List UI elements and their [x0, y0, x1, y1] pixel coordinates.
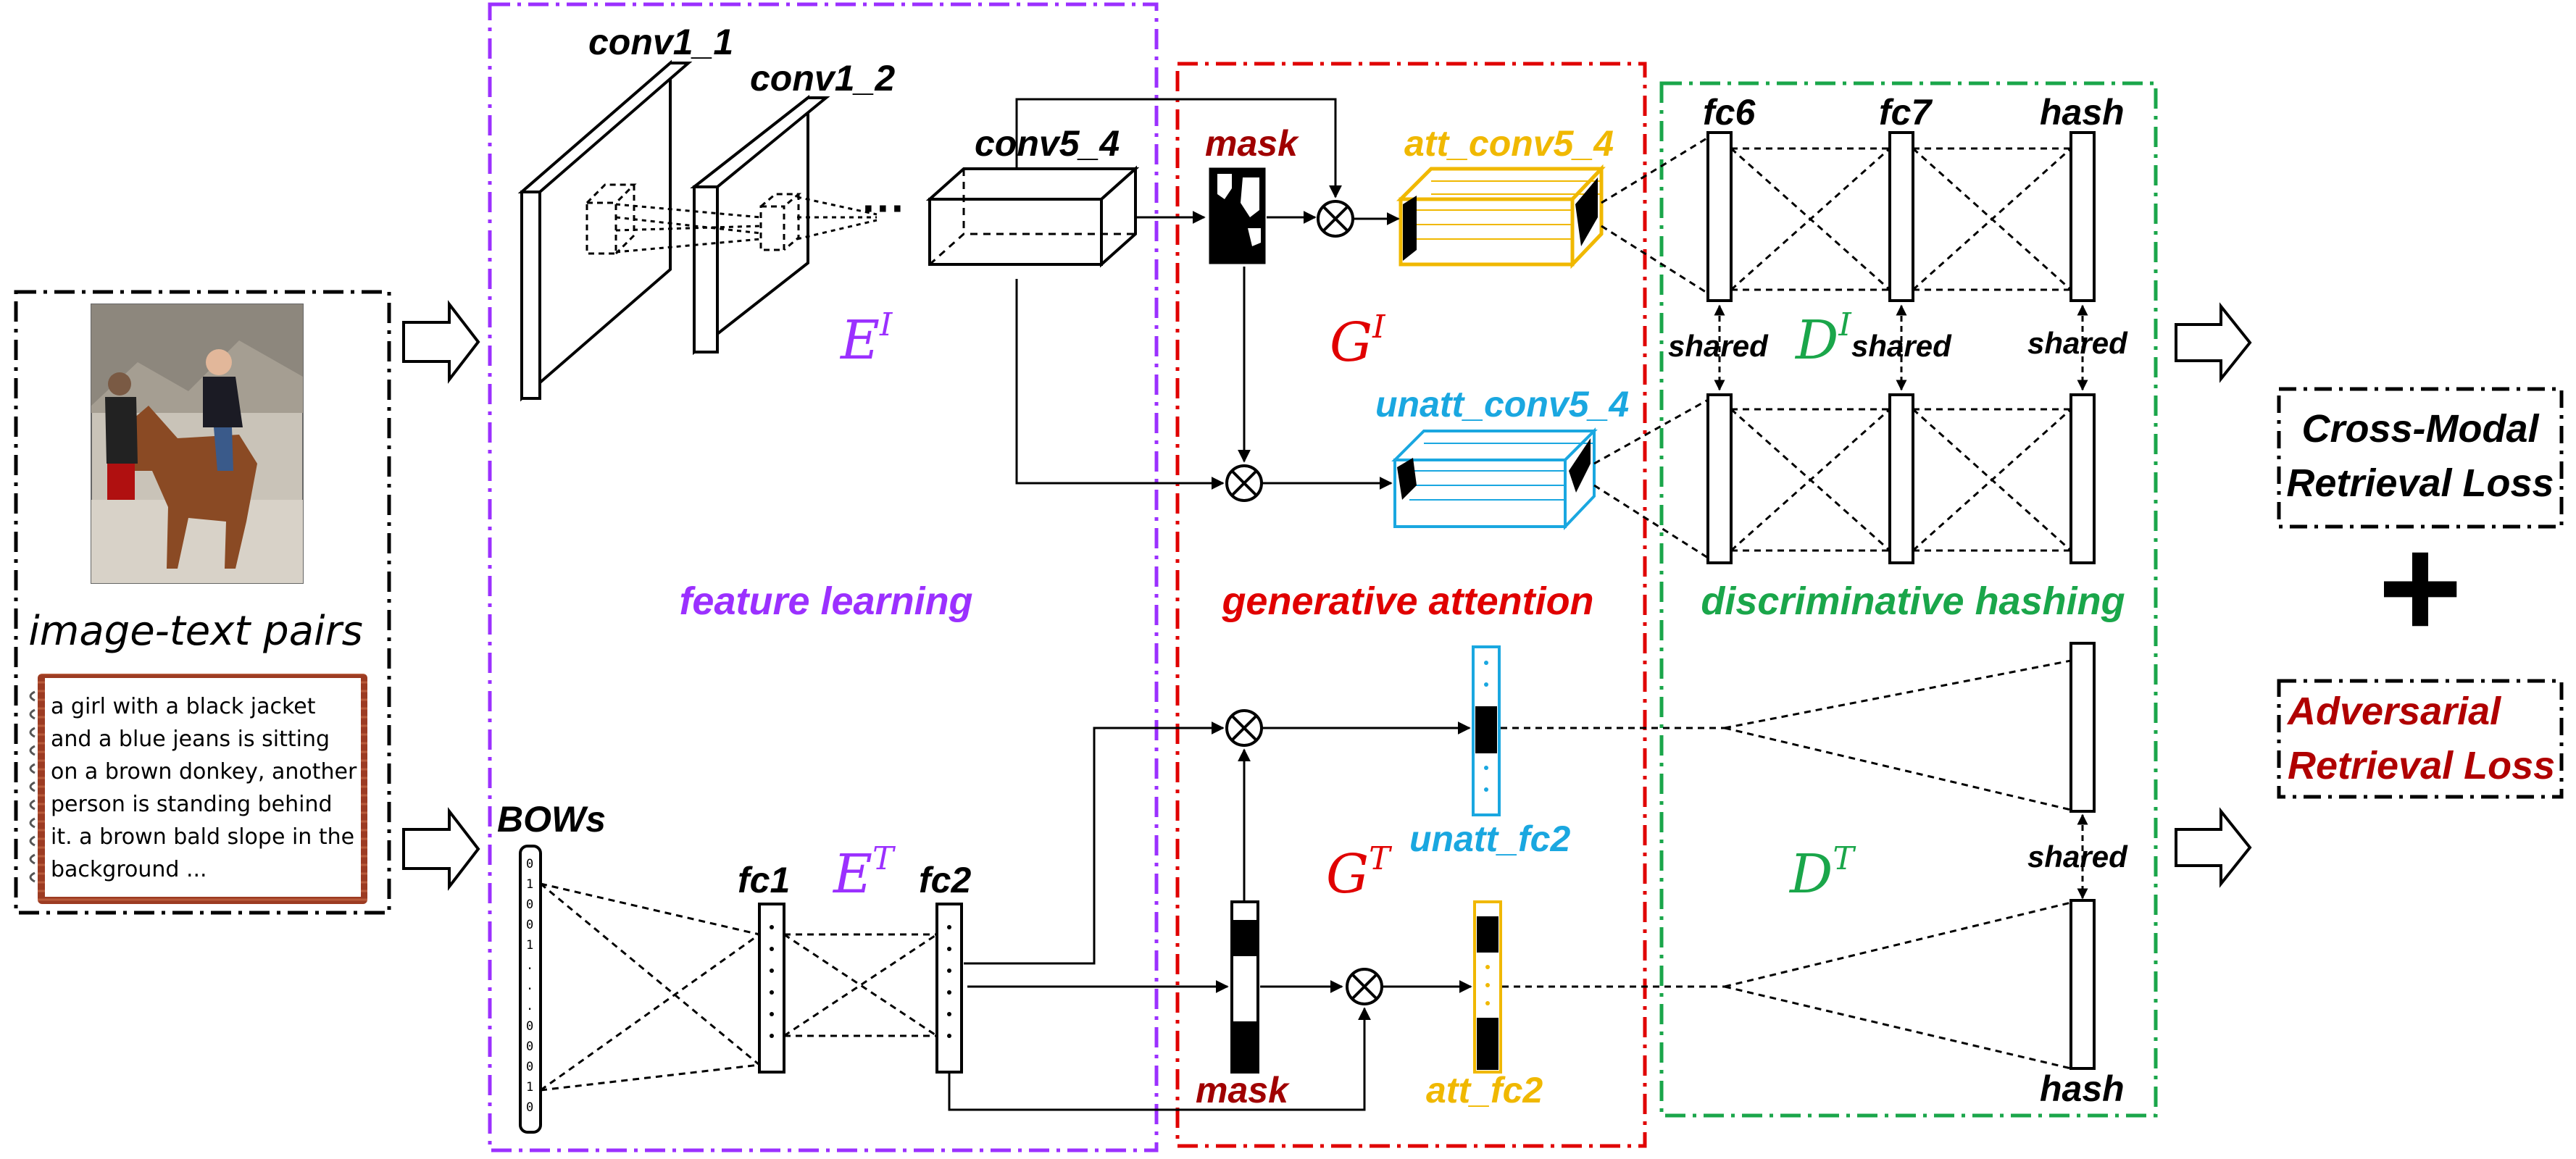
svg-text:0: 0: [526, 857, 533, 871]
bows-vector: [519, 845, 542, 1134]
unatt-conv5-4-block: [1391, 427, 1598, 530]
adversarial-loss-box: [2277, 679, 2564, 799]
conv1-1-label: conv1_1: [588, 22, 733, 62]
conv1-1-layer: [517, 59, 693, 402]
svg-text:.: .: [526, 958, 533, 973]
fc7-label: fc7: [1879, 92, 1933, 133]
plus-sign: +: [2378, 507, 2463, 669]
multiply-node: [1317, 200, 1354, 238]
receptive-field-1: [585, 183, 637, 255]
att-conv5-4-label: att_conv5_4: [1404, 123, 1614, 164]
svg-text:0: 0: [526, 1100, 533, 1115]
discriminator-image-layers: [1706, 131, 2096, 564]
shared-label: shared: [1668, 329, 1769, 363]
fc2-layer: [935, 903, 963, 1074]
svg-text:0: 0: [526, 1019, 533, 1034]
conv5-4-label: conv5_4: [975, 123, 1120, 164]
text-description-line: background ...: [51, 857, 207, 882]
generator-text-label: GT: [1326, 840, 1393, 905]
feature-learning-title: feature learning: [679, 580, 972, 623]
text-description-line: and a blue jeans is sitting: [51, 727, 330, 752]
image-input-arrow: [402, 300, 480, 384]
unatt-fc2-label: unatt_fc2: [1409, 819, 1570, 859]
generator-image-label: GI: [1330, 309, 1386, 374]
discriminative-hashing-title: discriminative hashing: [1701, 580, 2125, 623]
conv5-4-layer: [925, 165, 1140, 268]
discriminator-text-label: DT: [1788, 840, 1856, 905]
att-conv5-4-block: [1396, 164, 1606, 269]
cross-modal-loss-line2: Retrieval Loss: [2286, 461, 2554, 505]
ellipsis-dots: ···: [862, 184, 906, 233]
discriminator-text-layers: [2069, 642, 2096, 1070]
unatt-conv5-4-label: unatt_conv5_4: [1375, 384, 1629, 424]
generative-attention-frame: [1175, 62, 1647, 1148]
bows-label: BOWs: [497, 799, 606, 840]
hash-top-label: hash: [2040, 92, 2125, 133]
text-input-arrow: [402, 807, 480, 891]
adversarial-loss-line1: Adversarial: [2286, 690, 2501, 733]
cross-modal-loss-box: [2277, 387, 2564, 529]
fc2-label: fc2: [919, 860, 971, 900]
output-arrow-bottom: [2175, 807, 2252, 888]
fc6-label: fc6: [1703, 92, 1756, 133]
shared-arrows: [1714, 304, 2088, 900]
photo: [91, 304, 304, 584]
encoder-text-label: ET: [832, 840, 896, 905]
mask-bottom-label: mask: [1196, 1070, 1290, 1110]
conv1-2-layer: [690, 94, 830, 356]
svg-text:.: .: [526, 999, 533, 1013]
multiply-node: [1225, 709, 1263, 747]
projection-lines: [615, 196, 878, 254]
notebook: a girl with a black jacket and a blue je…: [29, 674, 367, 904]
adversarial-loss-line2: Retrieval Loss: [2288, 744, 2555, 787]
unatt-fc2-vector: [1472, 645, 1501, 816]
att-fc2-vector: [1473, 900, 1502, 1074]
shared-label: shared: [1851, 329, 1952, 363]
text-description-line: it. a brown bald slope in the: [51, 824, 354, 850]
cross-modal-loss-line1: Cross-Modal: [2301, 407, 2539, 451]
mask-image-top: [1209, 167, 1266, 264]
text-description-line: a girl with a black jacket: [51, 694, 316, 719]
svg-text:0: 0: [526, 918, 533, 932]
multiply-node: [1346, 968, 1383, 1005]
svg-text:1: 1: [526, 1080, 533, 1095]
discriminative-hashing-frame: [1659, 81, 2158, 1118]
svg-text:1: 1: [526, 877, 533, 892]
discriminator-connections: [1501, 136, 2072, 1070]
svg-text:0: 0: [526, 898, 533, 912]
output-arrow-top: [2175, 302, 2252, 383]
multiply-node: [1225, 464, 1263, 502]
svg-text:0: 0: [526, 1039, 533, 1054]
shared-label: shared: [2027, 326, 2128, 360]
text-fc-connections: [540, 882, 938, 1092]
image-text-pairs-frame: [14, 290, 391, 915]
bows-digits: 0 1 0 0 1 . . . 0 0 0 1 0: [526, 857, 533, 1115]
svg-text:.: .: [526, 979, 533, 993]
att-fc2-label: att_fc2: [1426, 1070, 1543, 1110]
fc1-label: fc1: [738, 860, 790, 900]
svg-text:1: 1: [526, 938, 533, 953]
feature-learning-frame: [488, 2, 1159, 1152]
shared-label: shared: [2027, 840, 2128, 874]
image-text-pairs-caption: image-text pairs: [28, 608, 363, 655]
wiring: [948, 98, 1472, 1111]
text-description-line: person is standing behind: [51, 792, 333, 817]
conv1-2-label: conv1_2: [750, 58, 895, 99]
svg-text:0: 0: [526, 1060, 533, 1074]
generative-attention-title: generative attention: [1221, 580, 1593, 623]
mask-text-bottom: [1230, 900, 1259, 1074]
discriminator-image-label: DI: [1794, 306, 1852, 372]
mask-top-label: mask: [1205, 123, 1299, 164]
hash-bottom-label: hash: [2040, 1068, 2125, 1109]
encoder-image-label: EI: [839, 306, 893, 372]
text-description-line: on a brown donkey, another: [51, 759, 357, 784]
fc1-layer: [758, 903, 785, 1074]
